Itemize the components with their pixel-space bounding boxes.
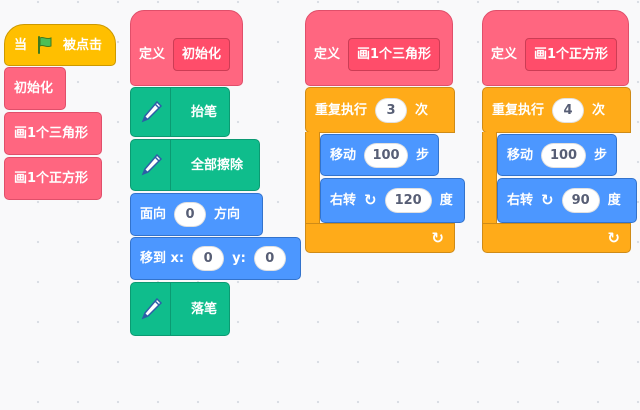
repeat-label: 重复执行	[492, 102, 545, 118]
define-square-name[interactable]: 画1个正方形	[525, 37, 618, 71]
rotate-clockwise-icon: ↻	[364, 191, 377, 209]
define-square-hat[interactable]: 定义 画1个正方形	[482, 10, 629, 86]
loop-arrow-icon: ↻	[607, 229, 620, 247]
goto-y-label: y:	[232, 251, 246, 266]
repeat-c-arm	[482, 132, 497, 224]
move-unit-label: 步	[593, 147, 607, 163]
hat-when-label: 当	[14, 37, 28, 53]
point-label: 面向	[140, 207, 167, 222]
turn-unit-label: 度	[607, 193, 621, 208]
turn-right-block[interactable]: 右转 ↻ 90 度	[497, 178, 637, 223]
turn-degrees-input[interactable]: 120	[384, 188, 432, 213]
pen-down-label: 落笔	[191, 301, 218, 317]
repeat-unit-label: 次	[415, 102, 429, 118]
turn-label: 右转	[507, 193, 534, 208]
pen-icon	[131, 88, 171, 136]
turn-degrees-input[interactable]: 90	[561, 188, 600, 213]
turn-label: 右转	[330, 193, 357, 208]
repeat-block[interactable]: 重复执行 3 次	[305, 87, 455, 133]
loop-arrow-icon: ↻	[431, 229, 444, 247]
repeat-block[interactable]: 重复执行 4 次	[482, 87, 631, 133]
move-unit-label: 步	[415, 147, 429, 163]
move-label: 移动	[330, 147, 357, 163]
repeat-count-input[interactable]: 3	[375, 97, 408, 123]
call-triangle-block[interactable]: 画1个三角形	[4, 112, 102, 155]
clear-label: 全部擦除	[191, 157, 244, 173]
move-steps-block[interactable]: 移动 100 步	[497, 134, 617, 176]
repeat-unit-label: 次	[592, 102, 606, 118]
call-init-block[interactable]: 初始化	[4, 67, 66, 110]
pen-icon	[131, 140, 171, 190]
pen-up-label: 抬笔	[191, 104, 218, 120]
move-steps-input[interactable]: 100	[364, 142, 408, 168]
repeat-c-arm	[305, 132, 320, 224]
goto-label: 移到 x:	[140, 251, 185, 266]
hat-clicked-label: 被点击	[63, 37, 103, 53]
turn-right-block[interactable]: 右转 ↻ 120 度	[320, 178, 465, 223]
call-init-label: 初始化	[14, 81, 54, 96]
move-steps-block[interactable]: 移动 100 步	[320, 134, 439, 176]
define-init-hat[interactable]: 定义 初始化	[130, 10, 243, 86]
pen-down-block[interactable]: 落笔	[130, 282, 230, 336]
clear-block[interactable]: 全部擦除	[130, 139, 260, 191]
turn-unit-label: 度	[439, 193, 453, 208]
move-steps-input[interactable]: 100	[541, 142, 586, 168]
goto-xy-block[interactable]: 移到 x: 0 y: 0	[130, 237, 301, 280]
point-direction-input[interactable]: 0	[174, 202, 207, 227]
green-flag-icon	[35, 35, 55, 55]
point-direction-block[interactable]: 面向 0 方向	[130, 193, 263, 236]
move-label: 移动	[507, 147, 534, 163]
define-init-name[interactable]: 初始化	[173, 37, 231, 71]
rotate-clockwise-icon: ↻	[541, 191, 554, 209]
define-label: 定义	[491, 46, 518, 62]
repeat-c-bottom: ↻	[482, 223, 631, 253]
pen-icon	[131, 283, 171, 335]
define-label: 定义	[314, 46, 341, 62]
point-unit-label: 方向	[214, 207, 241, 222]
when-flag-clicked-hat[interactable]: 当 被点击	[4, 24, 116, 66]
goto-y-input[interactable]: 0	[253, 246, 286, 271]
pen-up-block[interactable]: 抬笔	[130, 87, 230, 137]
define-label: 定义	[139, 46, 166, 62]
call-square-label: 画1个正方形	[14, 171, 89, 186]
repeat-label: 重复执行	[315, 102, 368, 118]
define-triangle-name[interactable]: 画1个三角形	[348, 37, 441, 71]
define-triangle-hat[interactable]: 定义 画1个三角形	[305, 10, 453, 86]
call-triangle-label: 画1个三角形	[14, 126, 89, 141]
repeat-c-bottom: ↻	[305, 223, 455, 253]
call-square-block[interactable]: 画1个正方形	[4, 157, 102, 200]
repeat-count-input[interactable]: 4	[552, 97, 585, 123]
goto-x-input[interactable]: 0	[192, 246, 225, 271]
